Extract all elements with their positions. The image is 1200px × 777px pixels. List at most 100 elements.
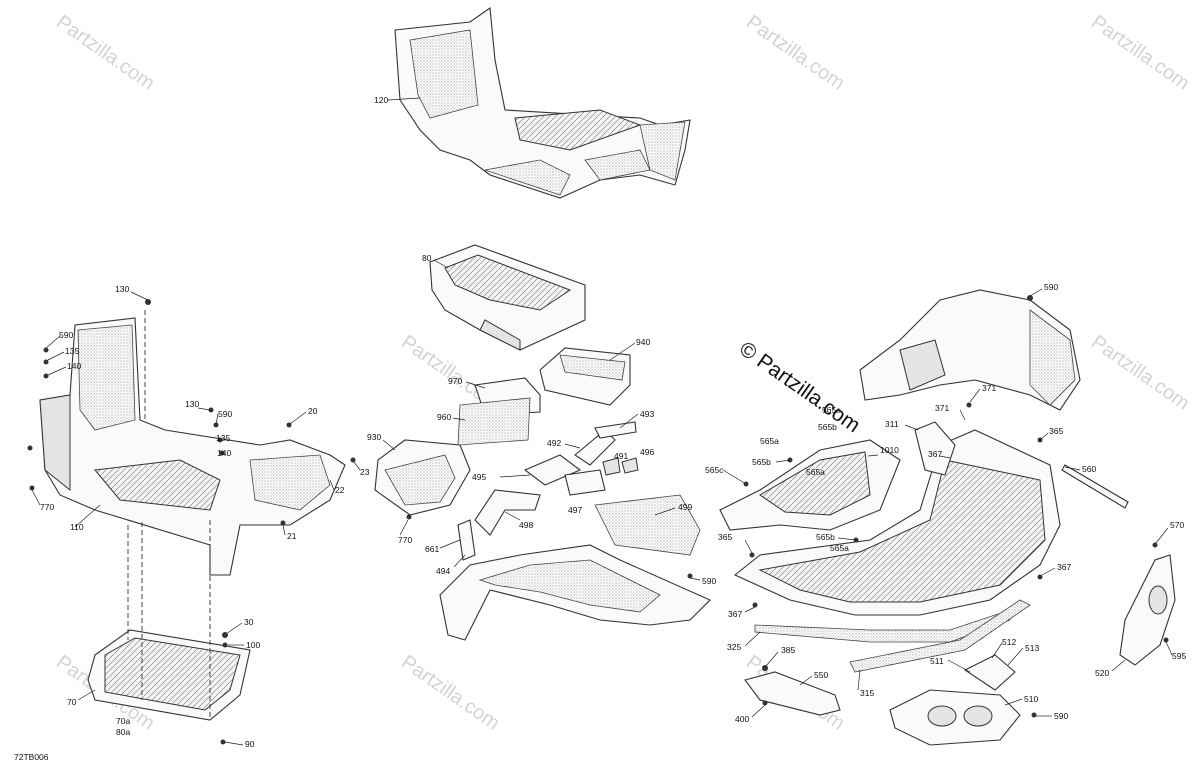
callout-70a[interactable]: 70a	[116, 716, 130, 726]
callout-493[interactable]: 493	[640, 409, 654, 419]
callout-930[interactable]: 930	[367, 432, 381, 442]
callout-367[interactable]: 367	[1057, 562, 1071, 572]
part-rear-upper-fender[interactable]	[859, 289, 1081, 411]
callout-400[interactable]: 400	[735, 714, 749, 724]
callout-80a[interactable]: 80a	[116, 727, 130, 737]
callout-367[interactable]: 367	[928, 449, 942, 459]
callout-510[interactable]: 510	[1024, 694, 1038, 704]
callout-595[interactable]: 595	[1172, 651, 1186, 661]
callout-492[interactable]: 492	[547, 438, 561, 448]
part-491-clip[interactable]	[602, 457, 621, 476]
watermark: Partzilla.com	[52, 11, 158, 95]
callout-385[interactable]: 385	[781, 645, 795, 655]
callout-590[interactable]: 590	[702, 576, 716, 586]
callout-491[interactable]: 491	[614, 451, 628, 461]
callout-120[interactable]: 120	[374, 95, 388, 105]
part-492-bracket[interactable]	[574, 429, 616, 466]
callout-513[interactable]: 513	[1025, 643, 1039, 653]
part-80-rack[interactable]	[429, 244, 586, 351]
callout-110[interactable]: 110	[70, 522, 84, 532]
part-940-cover[interactable]	[539, 347, 631, 406]
callout-565a[interactable]: 565a	[760, 436, 779, 446]
callout-90[interactable]: 90	[245, 739, 255, 749]
callout-315[interactable]: 315	[860, 688, 874, 698]
callout-497[interactable]: 497	[568, 505, 582, 515]
callout-325[interactable]: 325	[727, 642, 741, 652]
callout-590[interactable]: 590	[59, 330, 73, 340]
callout-496[interactable]: 496	[640, 447, 654, 457]
part-499-plate[interactable]	[594, 494, 701, 556]
callout-565b[interactable]: 565b	[752, 457, 771, 467]
callout-80[interactable]: 80	[422, 253, 432, 263]
part-70-floor-grate[interactable]	[87, 629, 251, 721]
callout-550[interactable]: 550	[814, 670, 828, 680]
part-325-trim[interactable]	[754, 609, 1011, 643]
callout-23[interactable]: 23	[360, 467, 370, 477]
callout-499[interactable]: 499	[678, 502, 692, 512]
callout-498[interactable]: 498	[519, 520, 533, 530]
callout-367[interactable]: 367	[728, 609, 742, 619]
callout-371[interactable]: 371	[935, 403, 949, 413]
callout-661[interactable]: 661	[425, 544, 439, 554]
callout-20[interactable]: 20	[308, 406, 318, 416]
callout-30[interactable]: 30	[244, 617, 254, 627]
callout-565a[interactable]: 565a	[806, 467, 825, 477]
callout-590[interactable]: 590	[1044, 282, 1058, 292]
callout-130[interactable]: 130	[115, 284, 129, 294]
callout-770[interactable]: 770	[398, 535, 412, 545]
callout-365[interactable]: 365	[718, 532, 732, 542]
rear-fender-left[interactable]	[439, 544, 711, 641]
callout-960[interactable]: 960	[437, 412, 451, 422]
part-661-bracket[interactable]	[457, 519, 476, 561]
callout-494[interactable]: 494	[436, 566, 450, 576]
callout-135[interactable]: 135	[216, 433, 230, 443]
part-315-trim[interactable]	[849, 599, 1031, 673]
callout-970[interactable]: 970	[448, 376, 462, 386]
part-311-bracket[interactable]	[914, 421, 956, 476]
part-560-strap[interactable]	[1061, 464, 1129, 509]
callout-590[interactable]: 590	[1054, 711, 1068, 721]
callout-22[interactable]: 22	[335, 485, 345, 495]
callout-565a[interactable]: 565a	[822, 405, 841, 415]
callout-940[interactable]: 940	[636, 337, 650, 347]
callout-371[interactable]: 371	[982, 383, 996, 393]
callout-520[interactable]: 520	[1095, 668, 1109, 678]
callout-140[interactable]: 140	[67, 361, 81, 371]
part-110-footwell[interactable]	[39, 317, 346, 576]
callout-560[interactable]: 560	[1082, 464, 1096, 474]
callout-365[interactable]: 365	[1049, 426, 1063, 436]
callout-590[interactable]: 590	[218, 409, 232, 419]
part-495-bracket[interactable]	[523, 454, 582, 486]
callout-565c[interactable]: 565c	[705, 465, 724, 475]
part-960-panel[interactable]	[457, 397, 531, 446]
callout-70[interactable]: 70	[67, 697, 77, 707]
callout-311[interactable]: 311	[885, 419, 899, 429]
callout-565a[interactable]: 565a	[830, 543, 849, 553]
fasteners	[27, 295, 1169, 745]
callout-135[interactable]: 135	[65, 346, 79, 356]
callout-100[interactable]: 100	[246, 640, 260, 650]
callout-130[interactable]: 130	[185, 399, 199, 409]
part-rear-cargo-rack[interactable]	[733, 429, 1061, 616]
part-511-bracket[interactable]	[963, 654, 1016, 691]
part-510-taillight[interactable]	[889, 689, 1021, 746]
part-930-housing[interactable]	[374, 439, 471, 516]
part-550-bracket[interactable]	[744, 671, 841, 716]
callout-770[interactable]: 770	[40, 502, 54, 512]
callout-512[interactable]: 512	[1002, 637, 1016, 647]
part-493-bracket[interactable]	[594, 421, 637, 439]
callout-495[interactable]: 495	[472, 472, 486, 482]
part-497-bracket[interactable]	[564, 469, 606, 496]
part-1010-rack-frame[interactable]	[719, 439, 901, 531]
part-498-deflector[interactable]	[474, 489, 541, 536]
callout-1010[interactable]: 1010	[880, 445, 899, 455]
part-496-clip[interactable]	[621, 457, 639, 474]
callout-511[interactable]: 511	[930, 656, 944, 666]
callout-565b[interactable]: 565b	[818, 422, 837, 432]
part-520-taillight-housing[interactable]	[1119, 554, 1176, 666]
callout-21[interactable]: 21	[287, 531, 297, 541]
part-120-body-panel[interactable]	[394, 7, 691, 199]
callout-140[interactable]: 140	[217, 448, 231, 458]
callout-565b[interactable]: 565b	[816, 532, 835, 542]
callout-570[interactable]: 570	[1170, 520, 1184, 530]
